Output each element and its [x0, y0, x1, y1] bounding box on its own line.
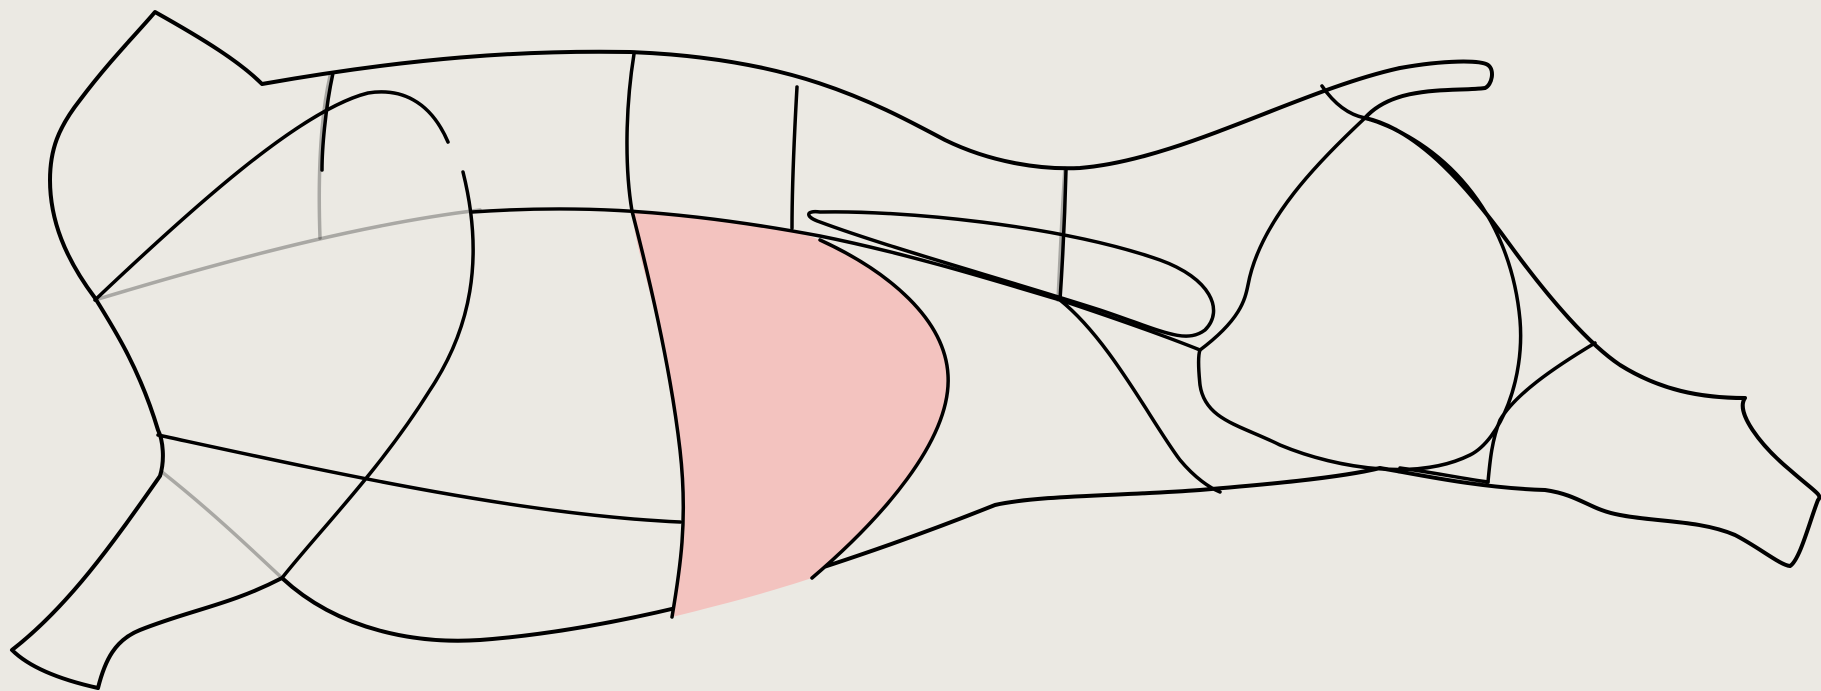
- meat-cuts-diagram: [0, 0, 1821, 691]
- carcass-diagram-svg: [0, 0, 1821, 691]
